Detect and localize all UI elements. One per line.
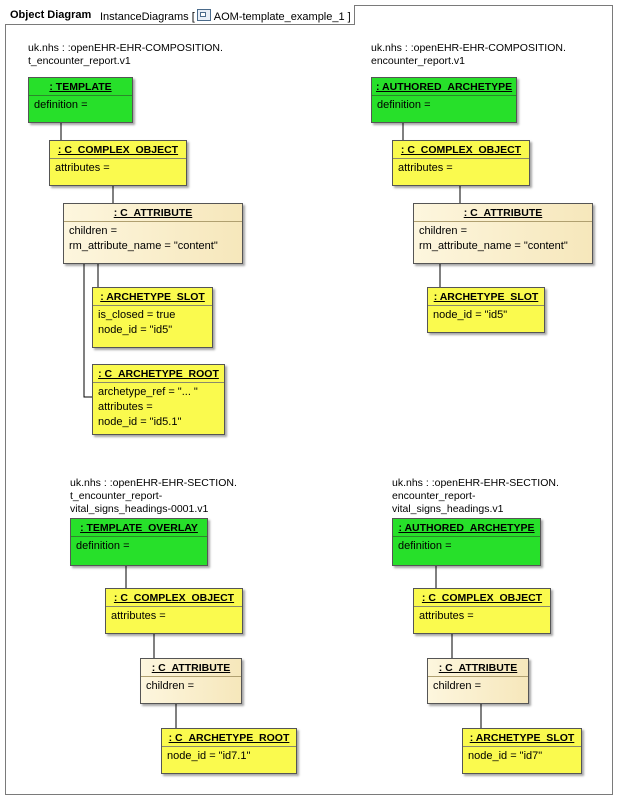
object-slot: attributes = — [111, 610, 166, 622]
object-slot: attributes = — [398, 162, 453, 174]
object-slot: definition = — [34, 99, 88, 111]
object-title: : C_COMPLEX_OBJECT — [106, 589, 242, 607]
object-c-attribute[interactable]: : C_ATTRIBUTE children = rm_attribute_na… — [63, 203, 243, 264]
object-slot: rm_attribute_name = "content" — [69, 240, 218, 252]
object-slot: children = — [419, 225, 468, 237]
package-label: uk.nhs : :openEHR-EHR-COMPOSITION. t_enc… — [28, 42, 223, 67]
object-title: : C_ATTRIBUTE — [141, 659, 241, 677]
diagram-path: InstanceDiagrams [ AOM-template_example_1… — [100, 9, 351, 23]
package-label: uk.nhs : :openEHR-EHR-SECTION. encounter… — [392, 477, 559, 515]
diagram-tab[interactable]: Object Diagram InstanceDiagrams [ AOM-tem… — [5, 5, 355, 25]
object-slot: node_id = "id5.1" — [98, 416, 182, 428]
object-slot: attributes = — [419, 610, 474, 622]
object-title: : AUTHORED_ARCHETYPE — [393, 519, 540, 537]
object-slot: children = — [146, 680, 195, 692]
object-c-complex-object[interactable]: : C_COMPLEX_OBJECT attributes = — [49, 140, 187, 186]
object-slot: attributes = — [55, 162, 110, 174]
diagram-icon — [196, 9, 211, 21]
object-slot: children = — [433, 680, 482, 692]
object-title: : C_ATTRIBUTE — [64, 204, 242, 222]
object-archetype-slot[interactable]: : ARCHETYPE_SLOT node_id = "id5" — [427, 287, 545, 333]
object-c-archetype-root[interactable]: : C_ARCHETYPE_ROOT archetype_ref = "... … — [92, 364, 225, 435]
object-title: : C_ATTRIBUTE — [428, 659, 528, 677]
object-title: : C_COMPLEX_OBJECT — [414, 589, 550, 607]
object-c-complex-object[interactable]: : C_COMPLEX_OBJECT attributes = — [413, 588, 551, 634]
object-archetype-slot[interactable]: : ARCHETYPE_SLOT node_id = "id7" — [462, 728, 582, 774]
object-title: : AUTHORED_ARCHETYPE — [372, 78, 516, 96]
object-title: : ARCHETYPE_SLOT — [93, 288, 212, 306]
object-title: : TEMPLATE_OVERLAY — [71, 519, 207, 537]
object-title: : ARCHETYPE_SLOT — [428, 288, 544, 306]
object-slot: children = — [69, 225, 118, 237]
object-authored-archetype[interactable]: : AUTHORED_ARCHETYPE definition = — [392, 518, 541, 566]
object-slot: definition = — [398, 540, 452, 552]
object-title: : TEMPLATE — [29, 78, 132, 96]
diagram-name[interactable]: AOM-template_example_1 — [213, 11, 345, 23]
object-title: : C_COMPLEX_OBJECT — [50, 141, 186, 159]
object-c-attribute[interactable]: : C_ATTRIBUTE children = rm_attribute_na… — [413, 203, 593, 264]
object-slot: rm_attribute_name = "content" — [419, 240, 568, 252]
object-archetype-slot[interactable]: : ARCHETYPE_SLOT is_closed = true node_i… — [92, 287, 213, 348]
object-title: : C_ARCHETYPE_ROOT — [93, 365, 224, 383]
object-slot: definition = — [377, 99, 431, 111]
object-slot: is_closed = true — [98, 309, 176, 321]
object-slot: node_id = "id7" — [468, 750, 543, 762]
object-slot: node_id = "id5" — [98, 324, 173, 336]
object-slot: node_id = "id7.1" — [167, 750, 251, 762]
diagram-kind: Object Diagram — [10, 9, 92, 21]
object-c-archetype-root[interactable]: : C_ARCHETYPE_ROOT node_id = "id7.1" — [161, 728, 297, 774]
link-attribute-root — [83, 264, 92, 398]
object-template-overlay[interactable]: : TEMPLATE_OVERLAY definition = — [70, 518, 208, 566]
object-title: : C_ARCHETYPE_ROOT — [162, 729, 296, 747]
package-label: uk.nhs : :openEHR-EHR-COMPOSITION. encou… — [371, 42, 566, 67]
object-c-complex-object[interactable]: : C_COMPLEX_OBJECT attributes = — [392, 140, 530, 186]
object-slot: archetype_ref = "... " — [98, 386, 198, 398]
object-title: : C_ATTRIBUTE — [414, 204, 592, 222]
object-c-attribute[interactable]: : C_ATTRIBUTE children = — [140, 658, 242, 704]
object-slot: definition = — [76, 540, 130, 552]
object-c-complex-object[interactable]: : C_COMPLEX_OBJECT attributes = — [105, 588, 243, 634]
diagram-path-suffix: ] — [347, 11, 351, 23]
object-slot: attributes = — [98, 401, 153, 413]
object-c-attribute[interactable]: : C_ATTRIBUTE children = — [427, 658, 529, 704]
diagram-path-prefix: InstanceDiagrams [ — [100, 11, 195, 23]
object-title: : ARCHETYPE_SLOT — [463, 729, 581, 747]
object-title: : C_COMPLEX_OBJECT — [393, 141, 529, 159]
package-label: uk.nhs : :openEHR-EHR-SECTION. t_encount… — [70, 477, 237, 515]
object-slot: node_id = "id5" — [433, 309, 508, 321]
object-authored-archetype[interactable]: : AUTHORED_ARCHETYPE definition = — [371, 77, 517, 123]
object-template[interactable]: : TEMPLATE definition = — [28, 77, 133, 123]
